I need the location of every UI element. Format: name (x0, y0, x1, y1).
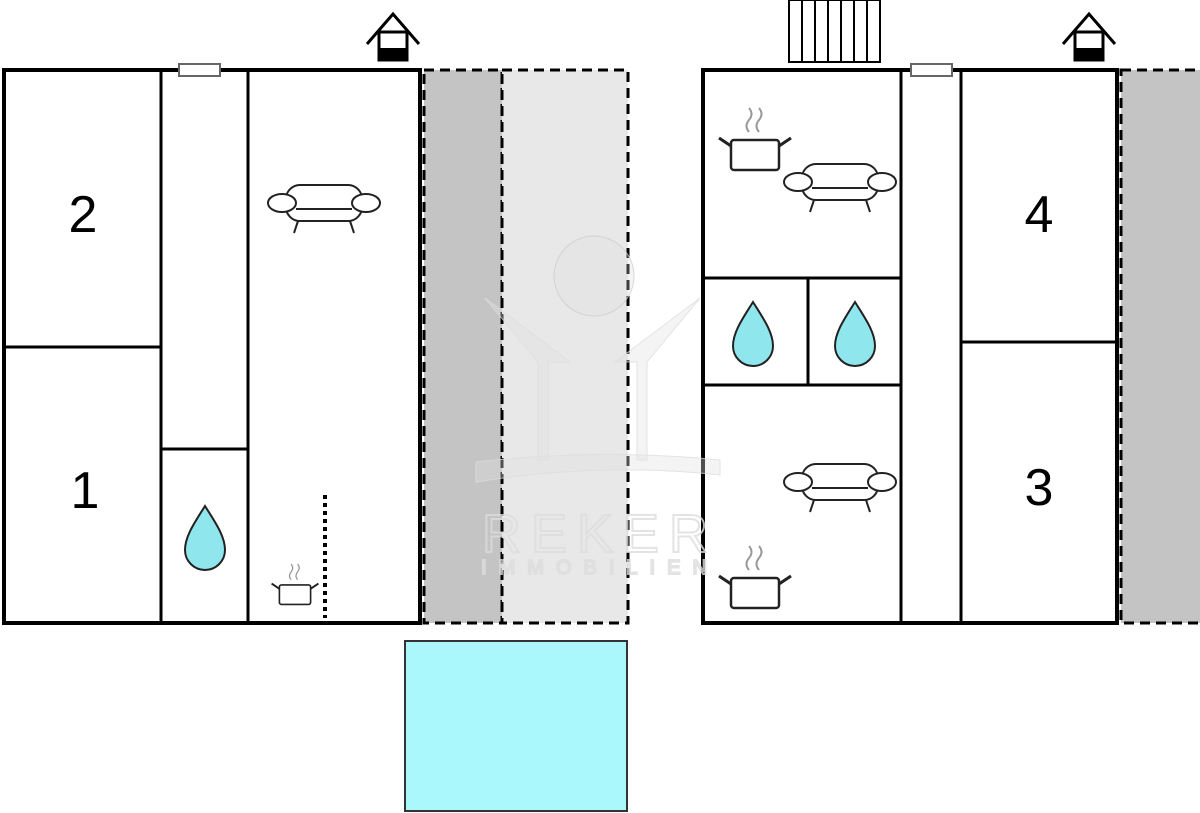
window (178, 63, 221, 77)
watermark-sub: IMMOBILIEN (481, 557, 719, 579)
right-unit: 4 3 (701, 0, 1119, 625)
room-label-2: 2 (69, 186, 98, 244)
house-icon (365, 12, 421, 62)
room-label-1: 1 (71, 462, 100, 520)
window (910, 63, 953, 77)
room-label-3: 3 (1025, 459, 1054, 517)
vent-grille (788, 0, 881, 63)
watermark-logo: REKER IMMOBILIEN (475, 235, 721, 580)
house-icon (1061, 12, 1117, 62)
terrace-dark-left (422, 68, 504, 625)
pool (404, 640, 628, 812)
terrace-light-left (500, 68, 630, 625)
terrace-dark-right (1119, 68, 1200, 625)
watermark-name: REKER (482, 504, 718, 564)
room-label-4: 4 (1025, 186, 1054, 244)
left-unit: 2 1 (2, 12, 422, 625)
